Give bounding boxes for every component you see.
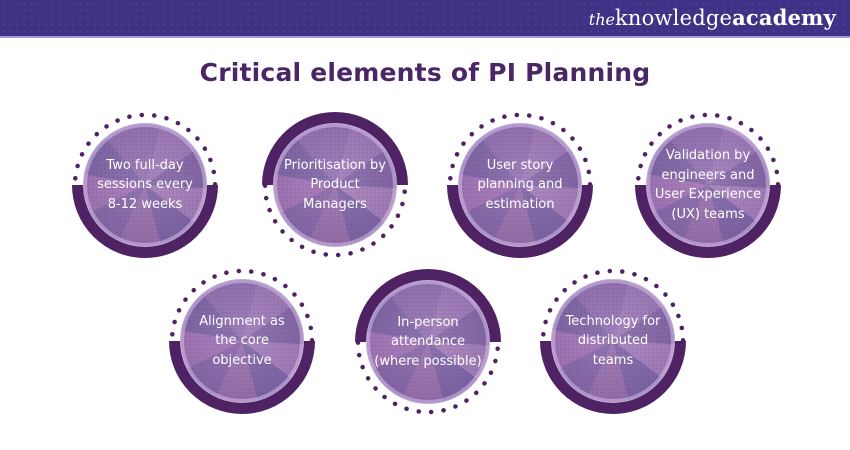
badge-disc [180,279,304,403]
badge-alignment: Alignment as the core objective [167,266,317,416]
badge-label: Validation by engineers and User Experie… [654,148,762,222]
logo-knowledge: knowledge [614,6,733,30]
badge-disc [83,123,207,247]
badge-disc [366,280,490,404]
logo-academy: academy [732,5,836,30]
header-bar: theknowledgeacademy [0,0,850,38]
badge-label: Two full-day sessions every 8-12 weeks [97,157,193,212]
badge-technology-distributed: Technology for distributed teams [538,266,688,416]
badge-label: In-person attendance (where possible) [374,314,482,369]
badge-prioritisation: Prioritisation by Product Managers [260,110,410,260]
badge-label: User story planning and estimation [477,157,563,212]
badge-disc [458,123,582,247]
badge-label: Technology for distributed teams [565,313,661,368]
badge-in-person-attendance: In-person attendance (where possible) [353,267,503,417]
badge-disc [646,123,770,247]
badge-disc [551,279,675,403]
page-title: Critical elements of PI Planning [199,58,651,87]
badge-label: Alignment as the core objective [199,313,285,368]
knowledge-academy-logo: theknowledgeacademy [589,7,836,29]
badge-disc [273,123,397,247]
badge-label: Prioritisation by Product Managers [284,157,386,212]
badge-two-full-day-sessions: Two full-day sessions every 8-12 weeks [70,110,220,260]
badge-validation-ux: Validation by engineers and User Experie… [633,110,783,260]
logo-the: the [588,10,615,29]
badge-user-story-planning: User story planning and estimation [445,110,595,260]
